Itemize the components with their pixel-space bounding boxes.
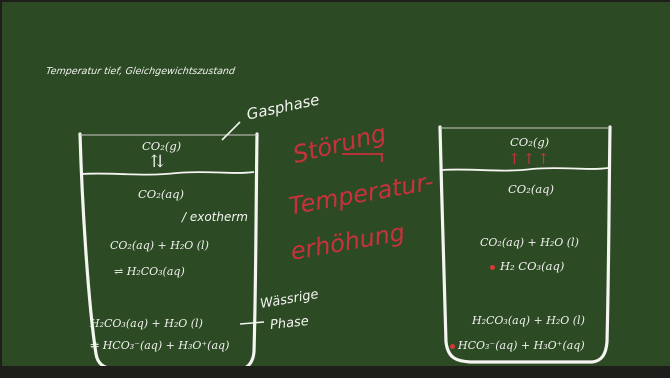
left-co2-aq: CO₂(aq) (138, 187, 185, 201)
exotherm-label: / exotherm (182, 210, 248, 224)
left-beaker-outline (78, 132, 259, 366)
beaker-drawings (78, 121, 612, 366)
left-water-surface (81, 171, 255, 176)
right-reaction2-line1: H₂CO₃(aq) + H₂O (l) (472, 314, 585, 327)
left-reaction1-line2: ⇌ H₂CO₃(aq) (114, 265, 185, 278)
left-reaction1-line1: CO₂(aq) + H₂O (l) (110, 239, 209, 252)
left-reaction2-line1: H₂CO₃(aq) + H₂O (l) (90, 317, 203, 330)
right-reaction1-line2: H₂ CO₃(aq) (500, 259, 565, 273)
phase-pointer (239, 321, 265, 325)
left-equilibrium-arrow: ⇅ (150, 152, 165, 172)
right-reaction2-marker (450, 344, 455, 349)
chalkboard: Temperatur tief, Gleichgewichtszustand G… (2, 2, 670, 366)
disturbance-arrow (342, 153, 383, 162)
right-co2-gas: CO₂(g) (510, 135, 550, 149)
right-beaker-outline (438, 125, 612, 364)
gasphase-pointer (221, 121, 241, 141)
right-water-surface (441, 167, 609, 172)
right-reaction2-line2: HCO₃⁻(aq) + H₃O⁺(aq) (458, 339, 585, 352)
right-up-arrows: ↑↑↑ (508, 150, 552, 168)
right-reaction1-line1: CO₂(aq) + H₂O (l) (480, 236, 579, 249)
right-reaction1-marker (490, 265, 495, 270)
left-co2-gas: CO₂(g) (142, 139, 182, 153)
right-co2-aq: CO₂(aq) (508, 182, 555, 196)
left-reaction2-line2: ⇌ HCO₃⁻(aq) + H₃O⁺(aq) (90, 339, 230, 352)
header-note: Temperatur tief, Gleichgewichtszustand (45, 66, 236, 77)
